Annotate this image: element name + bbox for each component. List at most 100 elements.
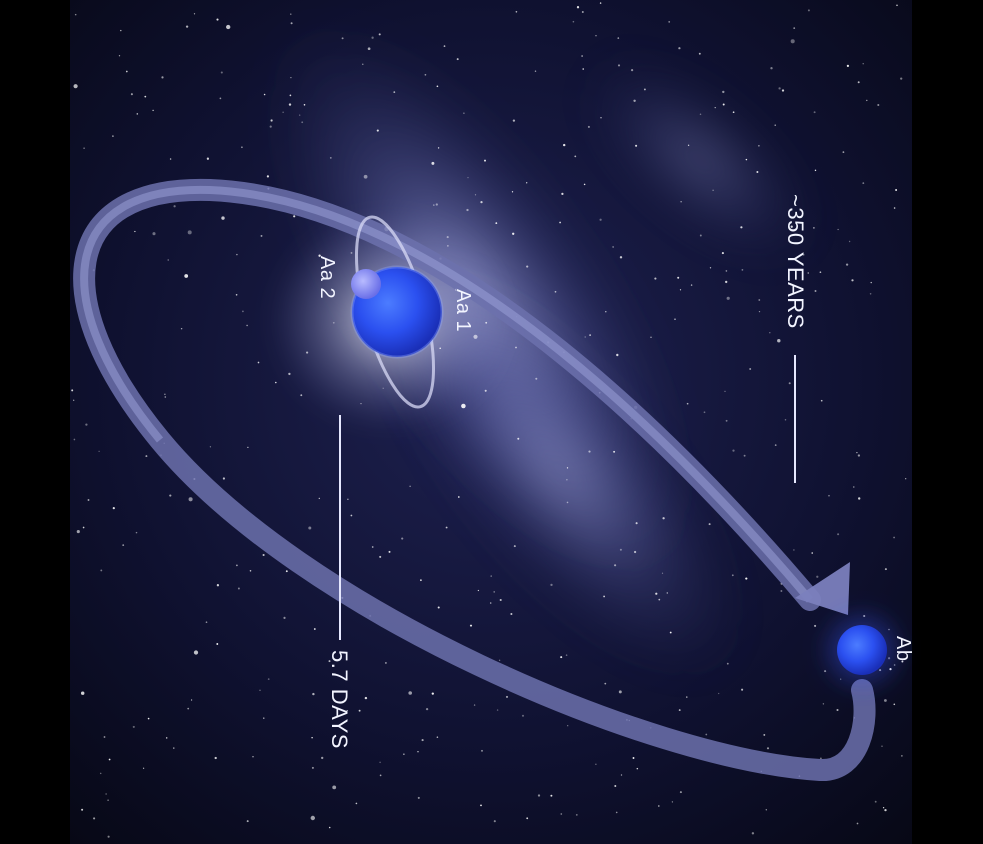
background-star — [583, 183, 586, 186]
background-star — [437, 606, 440, 609]
background-star — [870, 281, 872, 284]
background-star — [824, 670, 827, 673]
background-star — [290, 22, 293, 25]
background-star — [669, 631, 672, 634]
background-star — [456, 58, 459, 61]
background-star — [678, 47, 681, 50]
background-star — [505, 695, 509, 698]
background-star — [605, 311, 607, 313]
background-star — [242, 310, 244, 313]
background-star — [535, 377, 538, 380]
background-star — [187, 707, 190, 710]
background-star — [311, 766, 314, 769]
background-star — [262, 553, 265, 557]
background-star — [269, 125, 272, 128]
background-star — [563, 143, 566, 147]
background-star — [620, 774, 623, 776]
background-star — [708, 523, 711, 526]
background-star — [73, 438, 76, 441]
background-star — [856, 451, 858, 454]
background-star — [490, 575, 492, 577]
background-star — [636, 767, 639, 770]
background-star — [424, 73, 427, 76]
background-star — [493, 820, 496, 823]
background-star — [725, 270, 728, 272]
background-star — [308, 526, 312, 530]
label-long-period: ~350 YEARS — [783, 194, 808, 329]
background-star — [588, 450, 591, 453]
background-star — [135, 531, 138, 534]
background-star — [788, 382, 791, 385]
background-star — [439, 347, 441, 349]
background-star — [193, 13, 196, 15]
background-star — [436, 736, 439, 738]
background-star — [346, 709, 348, 712]
background-star — [743, 454, 746, 457]
background-star — [184, 274, 189, 278]
background-star — [724, 390, 726, 393]
background-star — [567, 725, 569, 727]
background-star — [98, 450, 100, 452]
background-star — [874, 800, 877, 803]
background-star — [589, 334, 591, 336]
background-star — [595, 763, 597, 765]
background-star — [303, 104, 306, 106]
background-star — [869, 293, 872, 295]
background-star — [526, 265, 529, 268]
background-star — [725, 419, 728, 422]
background-star — [247, 446, 249, 449]
background-star — [289, 94, 292, 97]
background-star — [219, 97, 222, 100]
background-star — [766, 747, 770, 750]
background-star — [173, 205, 176, 208]
background-star — [633, 550, 637, 554]
background-star — [180, 327, 183, 330]
background-star — [457, 496, 460, 498]
star-ab — [837, 625, 887, 675]
label-short-period: 5.7 DAYS — [327, 650, 352, 749]
background-star — [355, 802, 358, 805]
background-star — [463, 112, 465, 114]
background-star — [680, 201, 682, 203]
background-star — [842, 151, 845, 154]
background-star — [658, 598, 661, 601]
background-star — [421, 739, 424, 742]
background-star — [378, 33, 381, 36]
background-star — [484, 389, 487, 392]
background-star — [290, 13, 292, 15]
background-star — [714, 106, 716, 109]
background-star — [173, 747, 175, 749]
background-star — [301, 121, 304, 124]
background-star — [142, 767, 145, 769]
background-star — [884, 808, 887, 812]
background-star — [321, 756, 324, 760]
background-star — [662, 517, 665, 520]
background-star — [705, 733, 708, 736]
background-star — [364, 696, 368, 700]
background-star — [480, 200, 483, 204]
background-star — [433, 204, 435, 206]
background-star — [877, 103, 880, 107]
background-star — [741, 688, 744, 691]
background-star — [582, 68, 584, 70]
background-star — [206, 157, 210, 160]
background-star — [814, 169, 817, 172]
background-star — [367, 47, 371, 51]
background-star — [152, 109, 154, 112]
background-star — [512, 232, 515, 235]
background-star — [417, 796, 420, 799]
background-star — [266, 175, 270, 178]
background-star — [118, 55, 121, 57]
background-star — [332, 785, 337, 790]
background-star — [473, 704, 476, 706]
background-star — [882, 807, 885, 809]
background-star — [100, 569, 103, 572]
background-star — [300, 394, 303, 397]
background-star — [379, 555, 382, 558]
background-star — [566, 479, 568, 481]
background-star — [288, 103, 292, 106]
background-star — [134, 230, 136, 233]
background-star — [576, 6, 580, 9]
background-star — [521, 714, 525, 717]
